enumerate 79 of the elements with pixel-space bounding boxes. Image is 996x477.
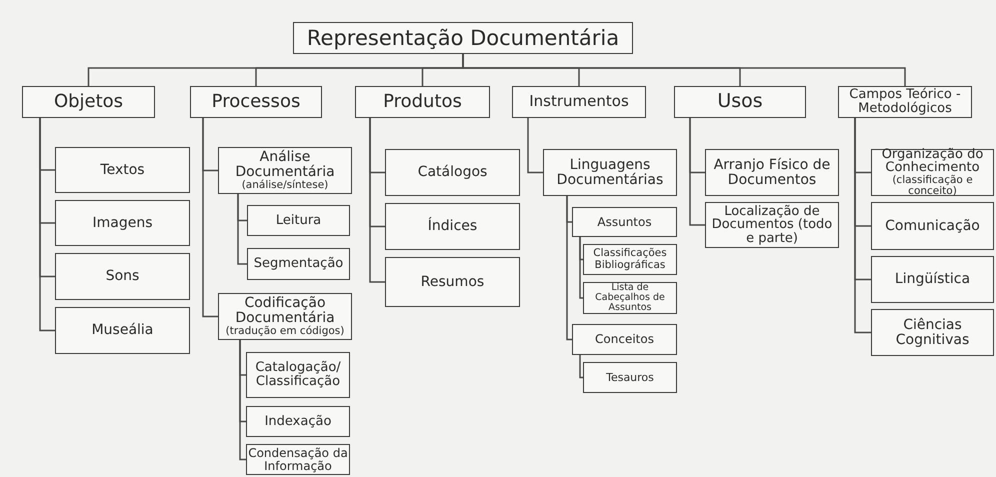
box-label: Lingüística xyxy=(894,272,970,287)
category-box xyxy=(871,256,994,303)
category-box xyxy=(247,248,350,280)
category-box xyxy=(385,203,520,250)
box-label: Assuntos xyxy=(597,216,652,228)
box-label: Catalogação/ Classificação xyxy=(254,361,342,389)
box-label: Segmentação xyxy=(254,257,344,271)
box-label: Imagens xyxy=(92,216,152,230)
box-label: Processos xyxy=(212,92,300,112)
box-label: Lista de Cabeçalhos de Assuntos xyxy=(594,283,666,313)
connector-line xyxy=(369,118,385,283)
box-label: Condensação da Informação xyxy=(247,446,349,472)
category-box xyxy=(674,86,806,118)
box-label: Leitura xyxy=(276,214,322,228)
box-label: Conceitos xyxy=(595,333,654,346)
category-box xyxy=(246,406,350,437)
category-box xyxy=(871,202,994,250)
box-subtitle: (análise/síntese) xyxy=(242,180,328,191)
box-label: Linguagens Documentárias xyxy=(556,158,664,188)
category-box xyxy=(247,205,350,236)
category-box xyxy=(218,147,352,194)
category-box xyxy=(543,149,677,196)
category-box xyxy=(705,202,839,248)
category-box xyxy=(55,200,190,246)
category-box xyxy=(55,147,190,193)
category-box xyxy=(572,207,677,237)
category-box xyxy=(55,253,190,300)
category-box xyxy=(583,362,677,393)
box-label: Ciências Cognitivas xyxy=(894,318,970,348)
box-label: Índices xyxy=(428,219,478,234)
connector-line xyxy=(527,118,543,174)
connector-line xyxy=(579,237,583,299)
category-box xyxy=(22,86,155,118)
category-box xyxy=(838,86,972,118)
category-box xyxy=(385,149,520,196)
box-label: Representação Documentária xyxy=(306,26,620,50)
box-label: Objetos xyxy=(54,92,124,112)
box-label: Codificação Documentária xyxy=(235,296,335,326)
box-label: Organização do Conhecimento xyxy=(880,148,984,176)
box-label: Usos xyxy=(717,92,763,112)
connector-line xyxy=(237,194,247,265)
box-label: Classificações Bibliográficas xyxy=(592,248,668,271)
category-box xyxy=(705,149,839,196)
connector-line xyxy=(689,118,705,226)
category-box xyxy=(355,86,490,118)
box-label: Indexação xyxy=(264,414,332,428)
connector-line xyxy=(854,118,871,334)
box-label: Análise Documentária xyxy=(234,150,336,180)
category-box xyxy=(190,86,322,118)
category-box xyxy=(871,309,994,356)
box-label: Produtos xyxy=(383,92,462,112)
connector-line xyxy=(202,118,218,318)
box-label: Campos Teórico - Metodológicos xyxy=(848,88,962,116)
connector-line xyxy=(239,340,246,460)
box-label: Sons xyxy=(106,269,140,284)
category-box xyxy=(246,352,350,398)
category-box xyxy=(572,324,677,355)
box-label: Textos xyxy=(100,162,145,178)
box-label: Tesauros xyxy=(606,372,654,384)
category-box xyxy=(385,257,520,307)
box-label: Museália xyxy=(92,323,154,338)
box-label: Instrumentos xyxy=(529,94,629,110)
category-box xyxy=(583,282,677,314)
connector-line xyxy=(39,118,55,332)
category-box xyxy=(583,244,677,275)
box-label: Arranjo Físico de Documentos xyxy=(712,158,832,188)
category-box xyxy=(55,307,190,354)
box-subtitle: (tradução em códigos) xyxy=(226,326,344,337)
connector-line xyxy=(566,196,572,340)
category-box xyxy=(218,293,352,340)
box-label: Resumos xyxy=(420,274,484,290)
title-box xyxy=(293,22,633,54)
connector-line xyxy=(579,355,583,378)
category-box xyxy=(871,149,994,196)
box-label: Comunicação xyxy=(885,218,980,234)
category-box xyxy=(512,86,646,118)
box-label: Localização de Documentos (todo e parte) xyxy=(710,204,834,246)
box-label: Catálogos xyxy=(418,165,488,180)
box-subtitle: (classificação e conceito) xyxy=(891,175,974,198)
